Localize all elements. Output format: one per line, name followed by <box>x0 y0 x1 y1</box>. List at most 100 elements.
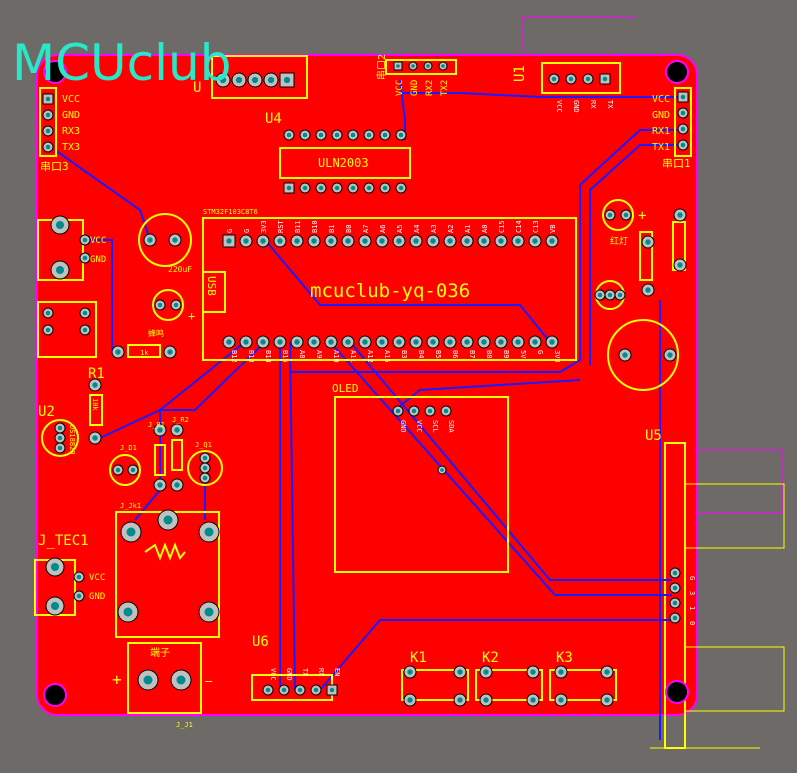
pad <box>198 601 220 623</box>
mcu-pin-label: A10 <box>332 350 340 363</box>
uln-pin <box>315 182 327 194</box>
uln-pin <box>347 182 359 194</box>
u1-pin-label: GND <box>572 100 580 113</box>
mcu-pin-label: 3V3 <box>260 220 268 233</box>
pad <box>170 423 184 437</box>
mcu-pin-label: B11 <box>294 220 302 233</box>
uart2-gnd: GND <box>410 80 420 96</box>
pad <box>199 462 211 474</box>
uln-pin <box>331 129 343 141</box>
pad <box>600 665 614 679</box>
mcu-pin-label: G <box>243 229 251 233</box>
mcu-pin-label: C15 <box>498 220 506 233</box>
mcu-pin-label: VB <box>549 225 557 233</box>
u6-pin-label: VCC <box>269 668 277 681</box>
pad <box>620 209 632 221</box>
mcu-pin <box>545 234 559 248</box>
pad <box>73 590 85 602</box>
mcu-pin <box>341 234 355 248</box>
mcu-pin <box>511 335 525 349</box>
u6-pin <box>310 684 322 696</box>
mcu-pin-label: A6 <box>379 225 387 233</box>
mcu-pin <box>375 234 389 248</box>
u6-pin <box>278 684 290 696</box>
mcu-pin <box>494 234 508 248</box>
mcu-pin-label: A12 <box>366 350 374 363</box>
pad <box>154 299 166 311</box>
mcu-pin-label: B12 <box>230 350 238 363</box>
mcu-pin <box>307 234 321 248</box>
pad <box>604 289 616 301</box>
pad <box>42 307 54 319</box>
mcu-pin <box>392 234 406 248</box>
mcu-pin-label: A0 <box>481 225 489 233</box>
mcu-pin <box>375 335 389 349</box>
pad <box>403 665 417 679</box>
outline-u1 <box>521 16 636 52</box>
pad <box>641 235 655 249</box>
u5-pin <box>669 582 681 594</box>
pad <box>663 348 677 362</box>
pads <box>42 61 689 707</box>
pad <box>73 571 85 583</box>
uln-pin <box>283 182 295 194</box>
pad <box>143 233 157 247</box>
u6-pin-label: RX <box>317 668 325 677</box>
oled-pin-label: SCL <box>431 420 439 433</box>
u6-label: U6 <box>252 634 269 650</box>
mcu-pin-label: A3 <box>430 225 438 233</box>
pad <box>453 693 467 707</box>
mcu-pin-label: A8 <box>298 350 306 358</box>
pad <box>54 422 66 434</box>
r-1k-label: 1k <box>140 349 149 357</box>
mcu-pin-label: B8 <box>485 350 493 358</box>
mcu-pin <box>358 335 372 349</box>
u1-pin <box>599 73 611 85</box>
jr2-label: J_R2 <box>172 416 189 424</box>
logo: MCUclub <box>12 34 231 92</box>
pad <box>50 260 70 280</box>
uart1-gnd: GND <box>652 110 670 121</box>
uart1-tx: TX1 <box>652 142 670 153</box>
mcu-pin <box>477 234 491 248</box>
pad <box>594 289 606 301</box>
u3-pin <box>279 72 295 88</box>
mcu-pin <box>290 335 304 349</box>
uart1-pin <box>677 107 689 119</box>
uln-pin <box>363 182 375 194</box>
pad <box>42 324 54 336</box>
uart3-pin <box>42 125 54 137</box>
u6-pin-label: TX <box>301 668 309 677</box>
uart1-pin <box>677 139 689 151</box>
uln-pin <box>315 129 327 141</box>
pad <box>479 665 493 679</box>
jq1-label: J_Q1 <box>195 441 212 449</box>
u1-pin <box>548 73 560 85</box>
pad <box>120 521 142 543</box>
u6-pin <box>262 684 274 696</box>
mcu-pin <box>239 335 253 349</box>
pad <box>79 324 91 336</box>
mcu-pin <box>545 335 559 349</box>
mcu-pin <box>426 335 440 349</box>
uart3-pin <box>42 109 54 121</box>
ds18b20-label: DS18B20 <box>68 425 76 455</box>
mcu-pin-label: B4 <box>417 350 425 358</box>
u1-pin-label: VCC <box>555 100 563 113</box>
mcu-pin-label: B6 <box>451 350 459 358</box>
pad <box>45 557 65 577</box>
cap-label: 220uF <box>168 265 192 274</box>
uart3-pin <box>42 93 54 105</box>
mcu-pin-label: B7 <box>468 350 476 358</box>
pad <box>117 601 139 623</box>
pad <box>199 472 211 484</box>
pad <box>153 423 167 437</box>
mcu-pin <box>256 335 270 349</box>
mcu-pin <box>256 234 270 248</box>
mcu-pin-label: B10 <box>311 220 319 233</box>
u1-pin <box>565 73 577 85</box>
r1-label: R1 <box>88 366 105 382</box>
oled-pin <box>408 405 420 417</box>
pad <box>112 464 124 476</box>
